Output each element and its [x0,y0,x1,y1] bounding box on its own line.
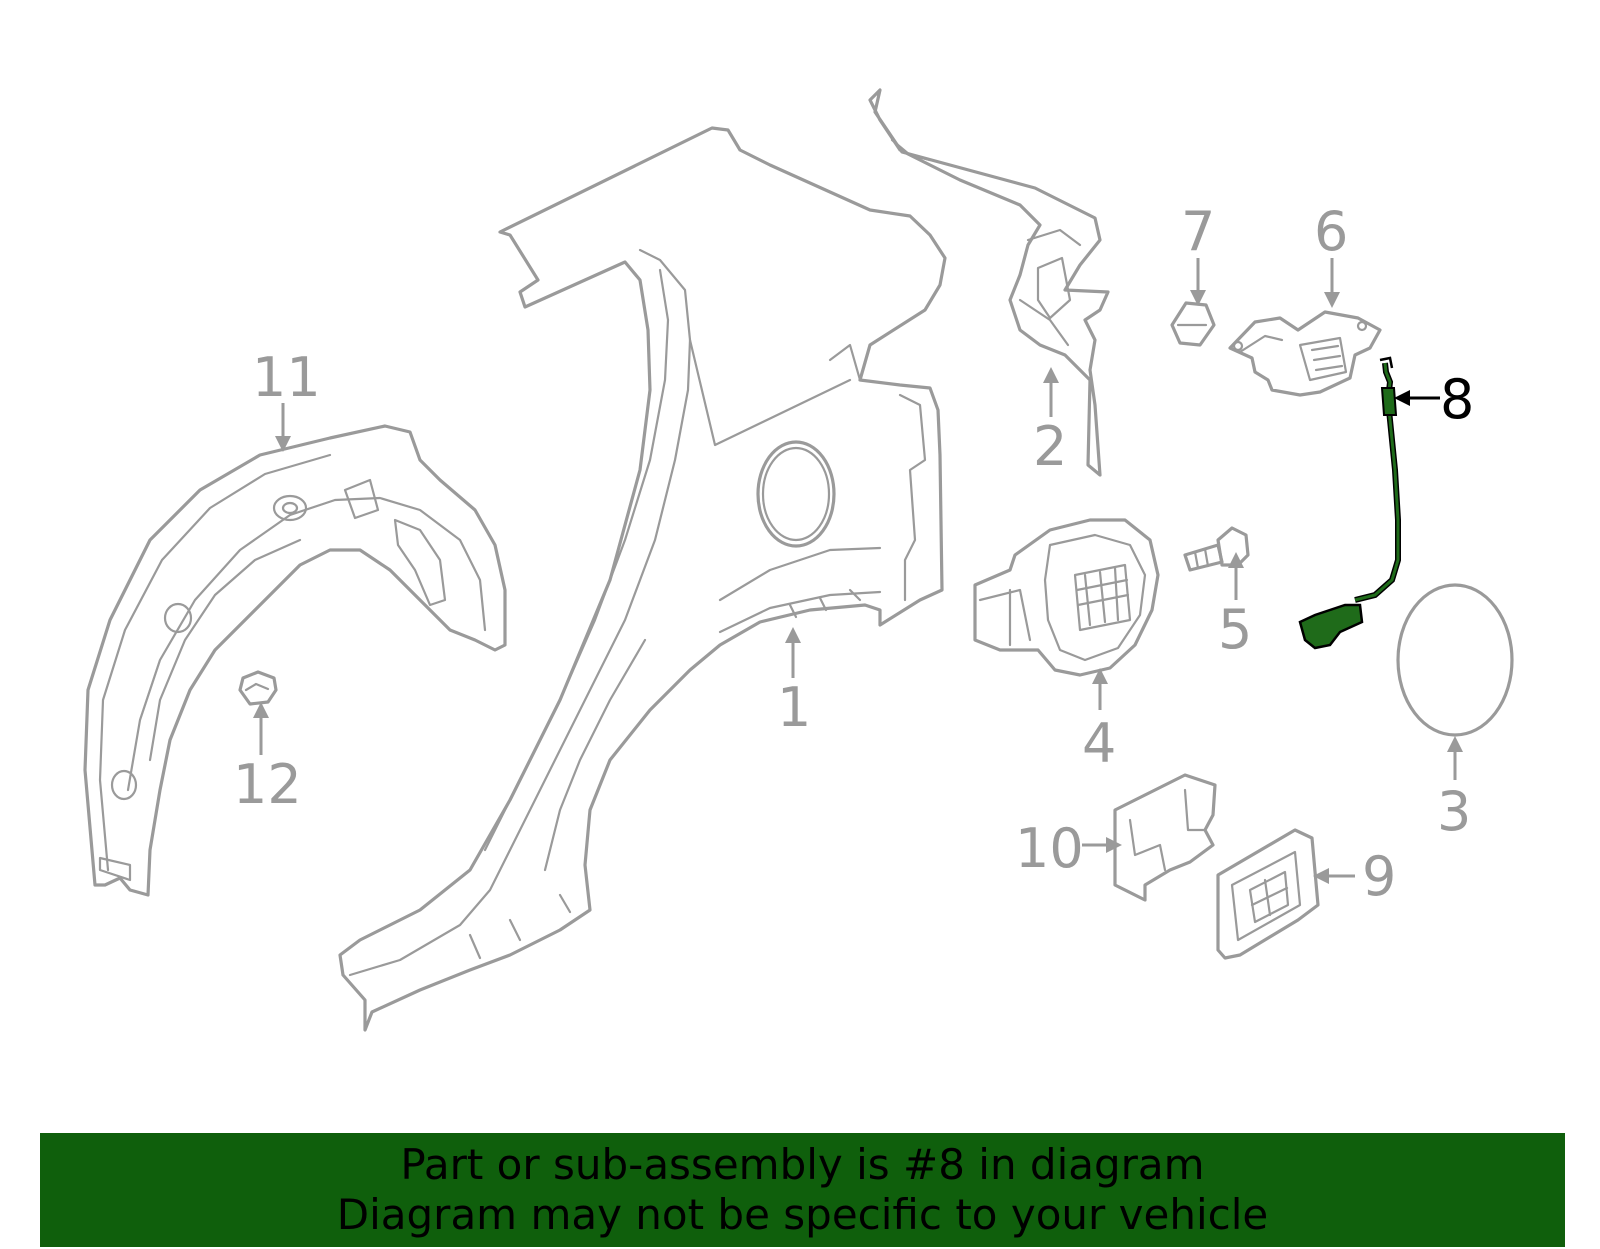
part-10-bracket[interactable] [1113,773,1217,902]
callout-4[interactable]: 4 [1082,712,1116,775]
banner-line-1: Part or sub-assembly is #8 in diagram [400,1140,1205,1189]
part-9-pad[interactable] [1216,828,1320,960]
callout-labels: 11 12 1 2 7 6 8 4 5 3 10 9 [233,200,1474,908]
part-8-cable[interactable] [1298,356,1401,650]
callout-9[interactable]: 9 [1362,845,1396,908]
part-4-filler-housing[interactable] [973,518,1160,677]
callout-6[interactable]: 6 [1314,200,1348,263]
callout-3[interactable]: 3 [1437,780,1471,843]
callout-11[interactable]: 11 [252,346,321,409]
part-7-nut[interactable] [1170,301,1216,347]
part-12-clip[interactable] [238,670,278,706]
callout-1[interactable]: 1 [777,676,811,739]
part-11-wheel-liner[interactable] [83,424,507,897]
callout-12[interactable]: 12 [233,753,302,816]
part-5-bolt[interactable] [1183,526,1250,572]
info-banner: Part or sub-assembly is #8 in diagram Di… [40,1133,1565,1247]
callout-arrows [253,258,1463,884]
callout-7[interactable]: 7 [1181,200,1215,263]
part-2-pillar-bracket[interactable] [868,88,1110,477]
callout-5[interactable]: 5 [1218,598,1252,661]
part-6-actuator[interactable] [1228,310,1382,397]
callout-2[interactable]: 2 [1033,415,1067,478]
callout-8[interactable]: 8 [1440,368,1474,431]
banner-line-2: Diagram may not be specific to your vehi… [336,1190,1269,1239]
parts-diagram: 11 12 1 2 7 6 8 4 5 3 10 9 [83,88,1514,1032]
part-1-quarter-panel[interactable] [338,126,947,1032]
callout-10[interactable]: 10 [1015,817,1084,880]
part-3-fuel-door[interactable] [1396,583,1514,737]
